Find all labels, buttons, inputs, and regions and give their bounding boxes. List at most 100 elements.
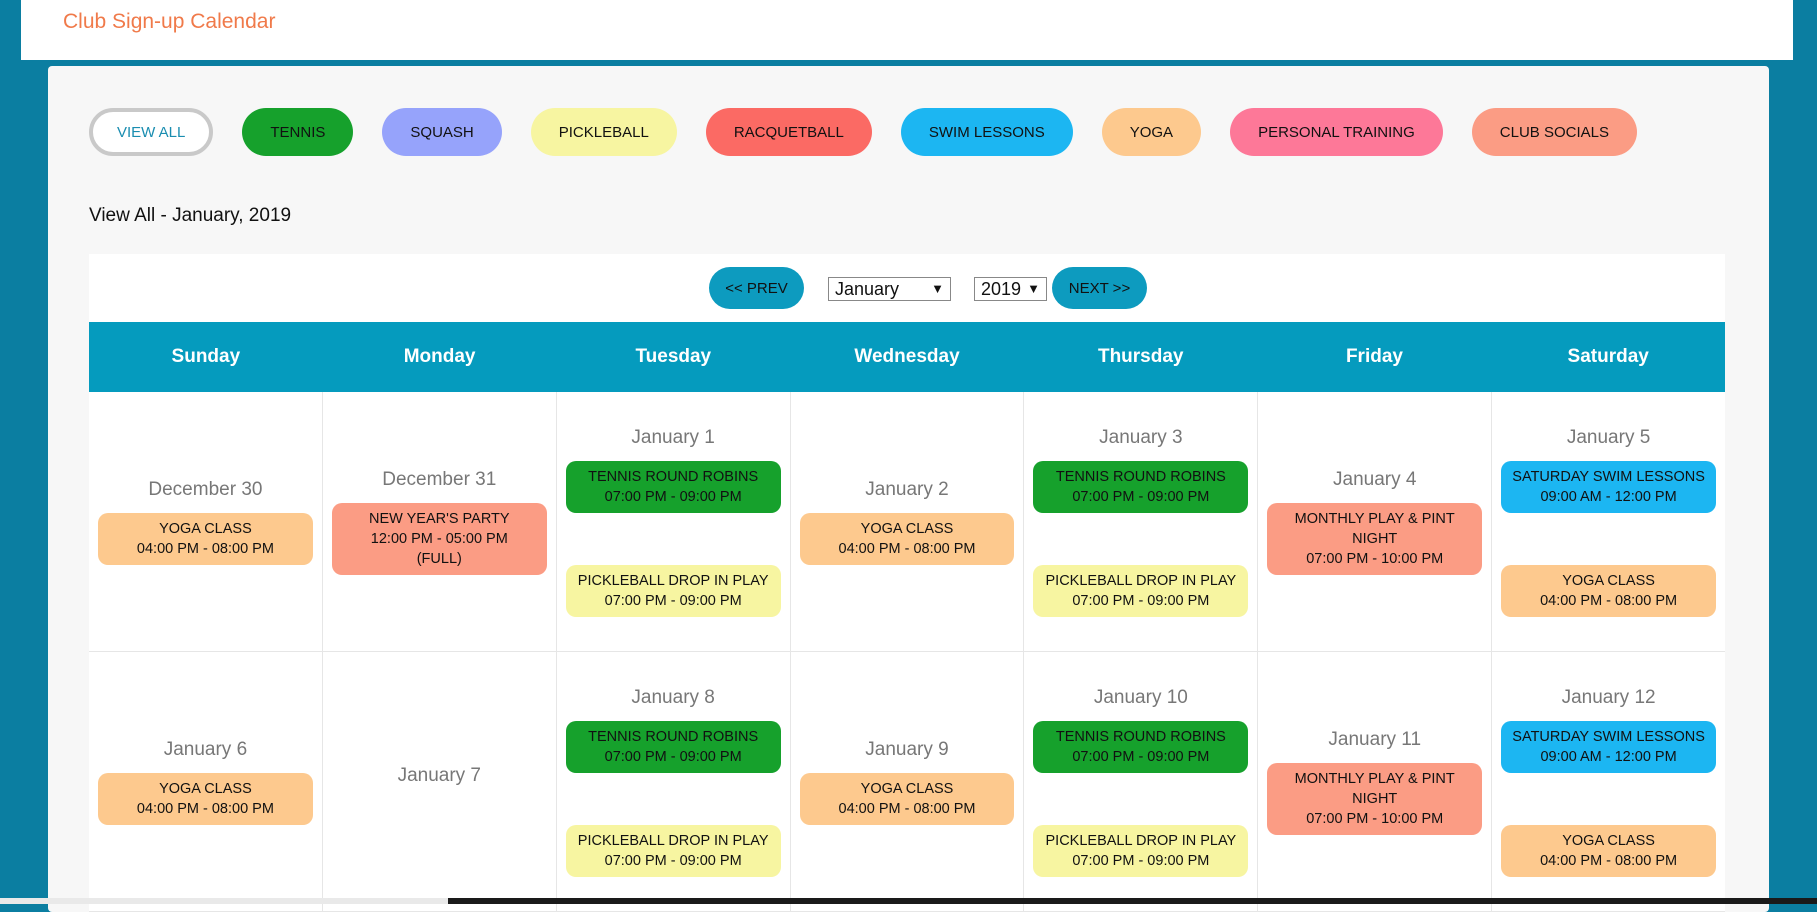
calendar-event[interactable]: PICKLEBALL DROP IN PLAY 07:00 PM - 09:00 … — [565, 824, 781, 877]
filter-swim-lessons[interactable]: SWIM LESSONS — [900, 108, 1073, 156]
filter-club-socials[interactable]: CLUB SOCIALS — [1471, 108, 1637, 156]
day-cell[interactable]: January 1 TENNIS ROUND ROBINS 07:00 PM - 0… — [557, 392, 791, 651]
event-time: 07:00 PM - 09:00 PM — [1072, 748, 1210, 765]
calendar-event[interactable]: PICKLEBALL DROP IN PLAY 07:00 PM - 09:00 … — [1033, 564, 1249, 617]
event-time: 07:00 PM - 09:00 PM — [604, 488, 742, 505]
event-time: 04:00 PM - 08:00 PM — [136, 540, 274, 557]
day-date-label: January 4 — [1333, 468, 1417, 490]
day-date-label: January 1 — [631, 426, 715, 448]
day-cell[interactable]: January 7 — [323, 652, 557, 911]
event-title: NEW YEAR'S PARTY — [369, 510, 510, 527]
event-title: YOGA CLASS — [860, 780, 954, 797]
calendar-panel: VIEW ALL TENNIS SQUASH PICKLEBALL RACQUE… — [48, 66, 1769, 912]
event-time: 07:00 PM - 10:00 PM — [1306, 550, 1444, 567]
weekday-friday: Friday — [1345, 346, 1403, 367]
day-date-label: January 12 — [1561, 686, 1656, 708]
filter-racquetball[interactable]: RACQUETBALL — [705, 108, 872, 156]
scrollbar-thumb[interactable] — [0, 898, 448, 904]
event-title: MONTHLY PLAY & PINT NIGHT — [1294, 770, 1455, 807]
weekday-wednesday: Wednesday — [854, 346, 960, 367]
app-title[interactable]: Club Sign-up Calendar — [63, 10, 276, 33]
event-title: PICKLEBALL DROP IN PLAY — [577, 832, 769, 849]
day-date-label: January 11 — [1328, 728, 1422, 750]
filter-yoga[interactable]: YOGA — [1101, 108, 1202, 156]
event-time: 04:00 PM - 08:00 PM — [1540, 592, 1678, 609]
event-title: YOGA CLASS — [159, 520, 252, 537]
event-time: 12:00 PM - 05:00 PM — [370, 530, 508, 547]
event-time: 07:00 PM - 09:00 PM — [1072, 852, 1210, 869]
filter-tennis[interactable]: TENNIS — [242, 108, 354, 156]
event-title: YOGA CLASS — [1562, 832, 1655, 849]
day-date-label: January 9 — [865, 738, 949, 760]
horizontal-scrollbar[interactable] — [0, 898, 1817, 904]
event-time: 04:00 PM - 08:00 PM — [136, 800, 274, 817]
day-date-label: December 31 — [382, 468, 497, 490]
calendar-event[interactable]: TENNIS ROUND ROBINS 07:00 PM - 09:00 PM — [565, 460, 781, 513]
day-date-label: January 10 — [1093, 686, 1188, 708]
day-date-label: January 3 — [1099, 426, 1183, 448]
calendar-event[interactable]: YOGA CLASS 04:00 PM - 08:00 PM — [1501, 564, 1717, 617]
weekday-saturday: Saturday — [1567, 346, 1649, 367]
event-title: YOGA CLASS — [1562, 572, 1655, 589]
filter-personal-training[interactable]: PERSONAL TRAINING — [1230, 108, 1443, 156]
event-title: TENNIS ROUND ROBINS — [1055, 468, 1226, 485]
next-month-button[interactable]: NEXT >> — [1052, 267, 1147, 309]
year-select[interactable]: 2019 ▼ — [974, 277, 1047, 301]
month-select-value: January — [835, 279, 900, 299]
weekday-header: Sunday Monday Tuesday Wednesday Thursday… — [89, 322, 1725, 392]
event-title: TENNIS ROUND ROBINS — [588, 468, 759, 485]
calendar-event[interactable]: PICKLEBALL DROP IN PLAY 07:00 PM - 09:00 … — [1033, 824, 1249, 877]
calendar-event[interactable]: TENNIS ROUND ROBINS 07:00 PM - 09:00 PM — [1033, 460, 1249, 513]
calendar-event[interactable]: YOGA CLASS 04:00 PM - 08:00 PM — [1501, 824, 1717, 877]
calendar-event[interactable]: YOGA CLASS 04:00 PM - 08:00 PM — [98, 772, 313, 825]
event-title: PICKLEBALL DROP IN PLAY — [1045, 832, 1237, 849]
event-title: PICKLEBALL DROP IN PLAY — [577, 572, 769, 589]
event-status-note: (FULL) — [416, 550, 462, 567]
calendar-event[interactable]: YOGA CLASS 04:00 PM - 08:00 PM — [98, 512, 313, 565]
event-time: 07:00 PM - 09:00 PM — [1072, 488, 1210, 505]
chevron-down-icon: ▼ — [931, 281, 944, 296]
weekday-thursday: Thursday — [1097, 346, 1184, 367]
filter-pickleball[interactable]: PICKLEBALL — [530, 108, 677, 156]
month-select[interactable]: January ▼ — [828, 277, 951, 301]
filter-view-all[interactable]: VIEW ALL — [89, 108, 214, 156]
prev-month-button[interactable]: << PREV — [709, 267, 804, 309]
calendar-grid: December 30 YOGA CLASS 04:00 PM - 08:00 PM… — [89, 392, 1725, 912]
day-date-label: December 30 — [148, 478, 263, 500]
event-title: TENNIS ROUND ROBINS — [588, 728, 759, 745]
event-time: 07:00 PM - 09:00 PM — [604, 592, 742, 609]
calendar-event[interactable]: PICKLEBALL DROP IN PLAY 07:00 PM - 09:00 … — [565, 564, 781, 617]
day-cell[interactable]: December 30 YOGA CLASS 04:00 PM - 08:00 PM — [89, 392, 323, 651]
event-time: 07:00 PM - 09:00 PM — [604, 852, 742, 869]
chevron-down-icon: ▼ — [1027, 281, 1040, 296]
event-time: 07:00 PM - 09:00 PM — [1072, 592, 1210, 609]
day-cell[interactable]: January 3 TENNIS ROUND ROBINS 07:00 PM - 0… — [1024, 392, 1259, 651]
view-heading: View All - January, 2019 — [89, 205, 292, 226]
calendar-week-row: December 30 YOGA CLASS 04:00 PM - 08:00 PM… — [89, 392, 1725, 652]
event-title: YOGA CLASS — [159, 780, 252, 797]
day-cell[interactable]: December 31 NEW YEAR'S PARTY 12:00 PM - 05… — [323, 392, 557, 651]
calendar-event[interactable]: NEW YEAR'S PARTY 12:00 PM - 05:00 PM (FULL… — [331, 502, 547, 575]
day-cell[interactable]: January 6 YOGA CLASS 04:00 PM - 08:00 PM — [89, 652, 323, 911]
event-title: PICKLEBALL DROP IN PLAY — [1045, 572, 1237, 589]
filter-squash[interactable]: SQUASH — [382, 108, 502, 156]
day-date-label: January 6 — [163, 738, 248, 760]
day-date-label: January 5 — [1566, 426, 1651, 448]
event-time: 04:00 PM - 08:00 PM — [1540, 852, 1678, 869]
